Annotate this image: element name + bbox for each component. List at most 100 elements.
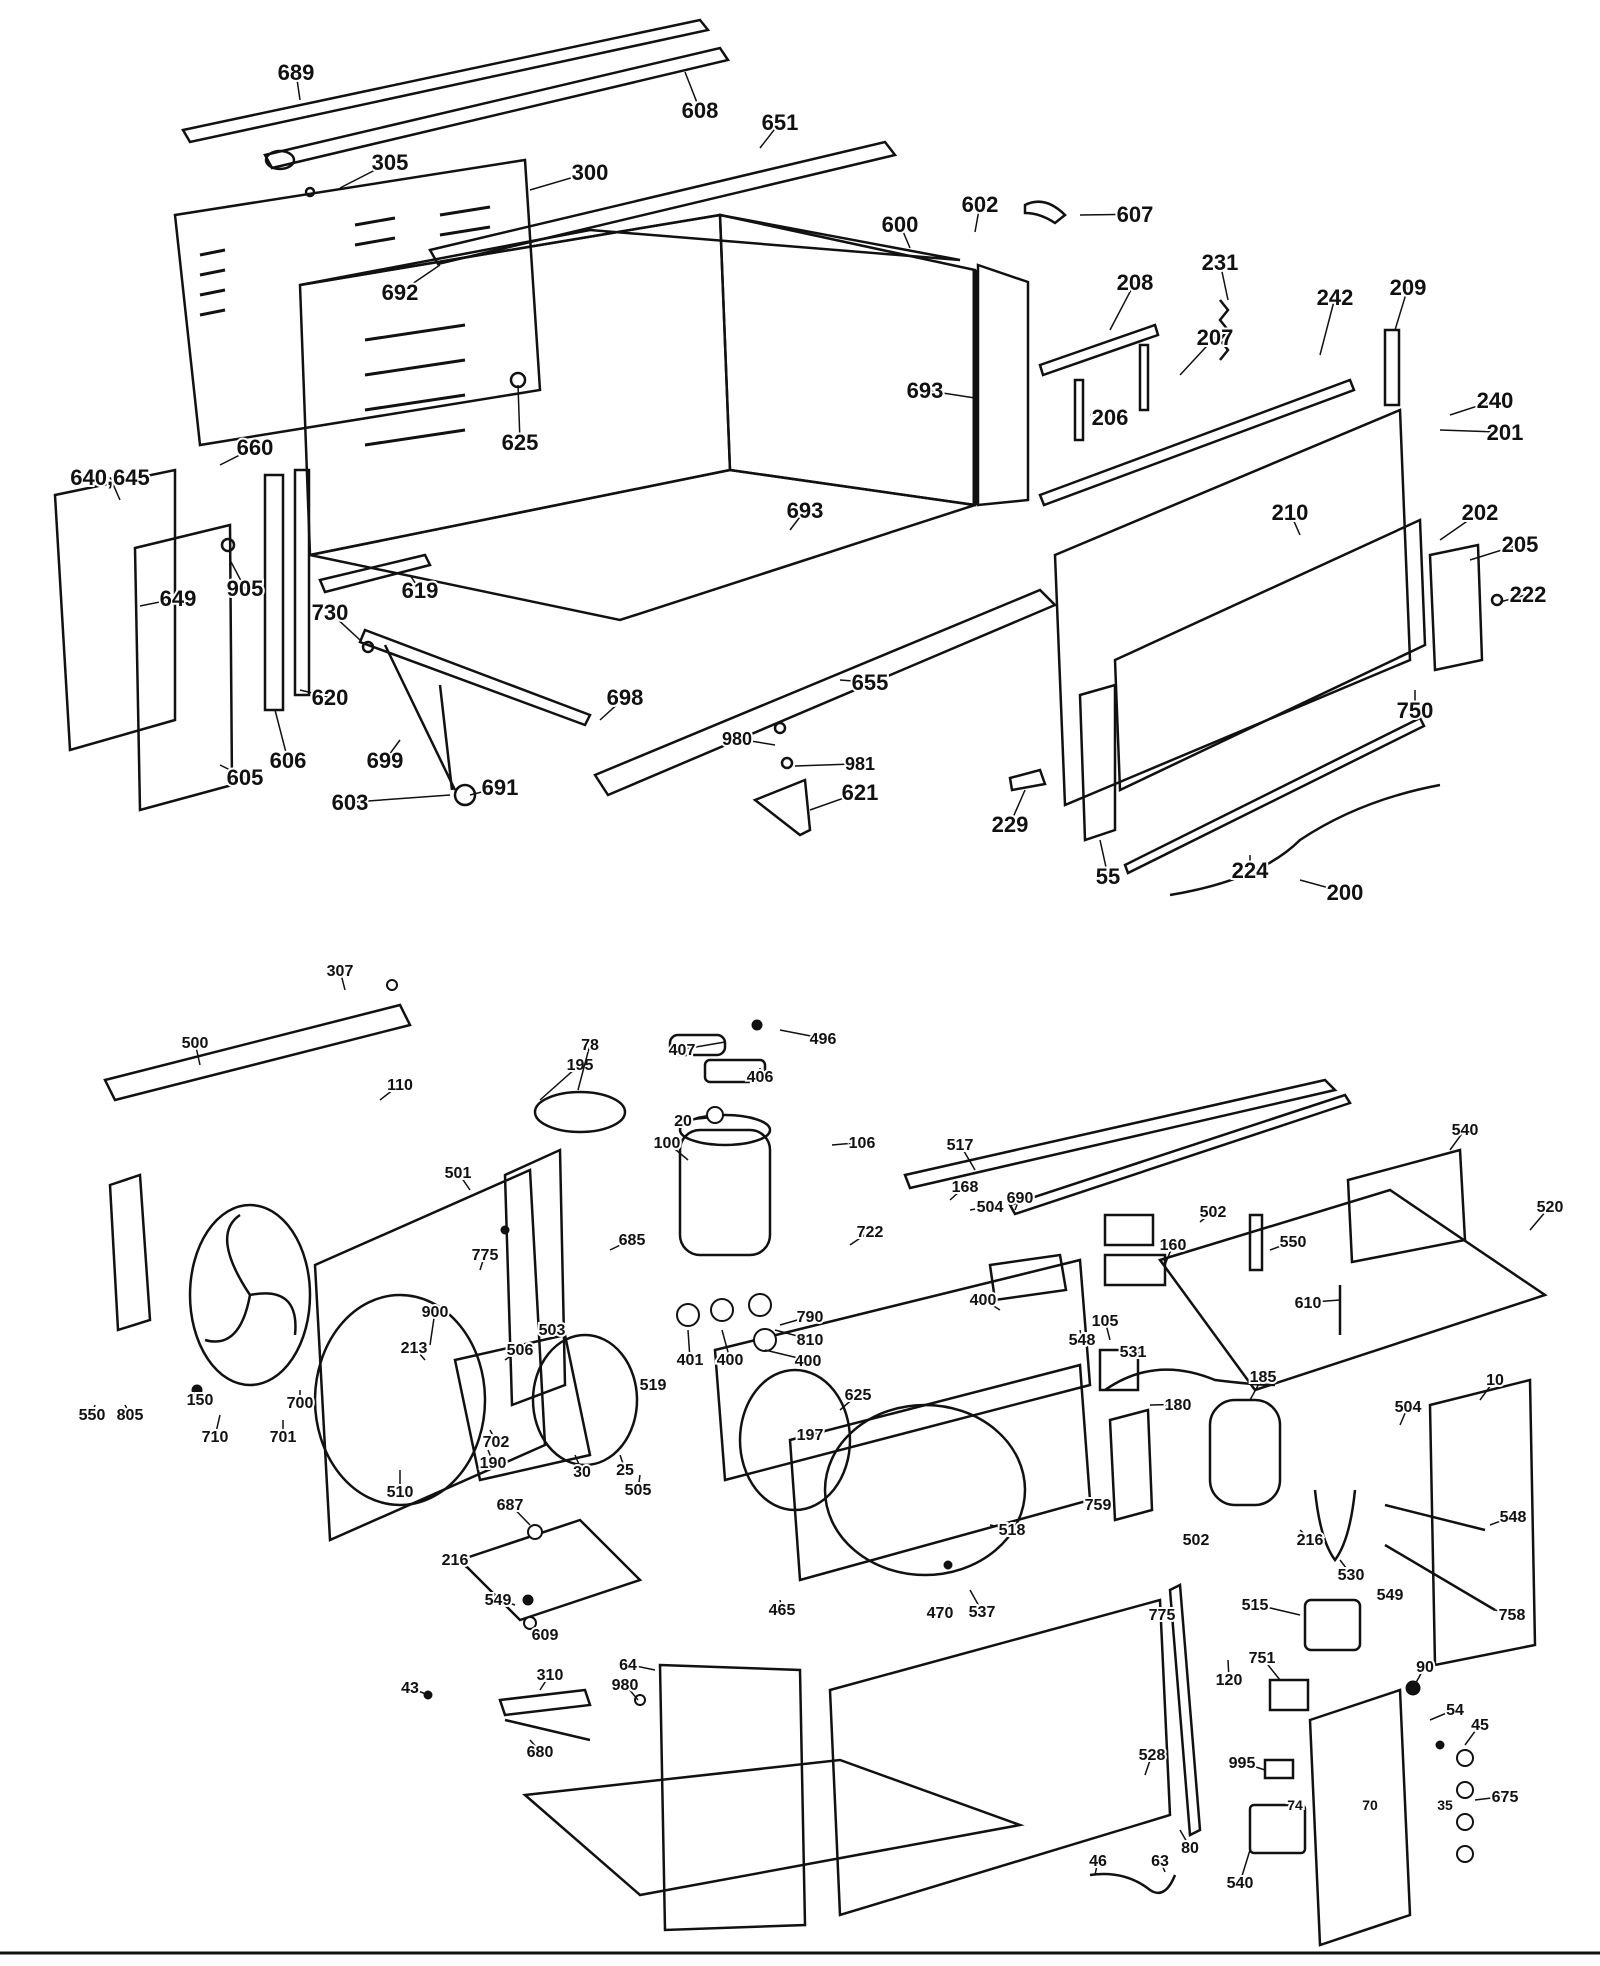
part-691-foot [453, 783, 477, 807]
callout-number: 550 [79, 1407, 106, 1424]
callout-number: 400 [970, 1292, 997, 1309]
callout-leader [577, 1044, 591, 1091]
callout: 649 [139, 584, 198, 613]
callout: 407 [667, 1040, 726, 1061]
callout-number: 640,645 [70, 465, 150, 490]
callout-number: 685 [619, 1232, 646, 1249]
part-63-knob-d [1456, 1845, 1474, 1863]
callout-number: 160 [1160, 1237, 1187, 1254]
callout-number: 78 [581, 1037, 599, 1054]
callout-leader [551, 1324, 561, 1331]
callout-leader [1469, 543, 1521, 561]
callout-leader [429, 1311, 436, 1346]
callout: 46 [1087, 1851, 1109, 1876]
part-201-front-frame [1053, 408, 1412, 807]
part-400-grommet-c [748, 1293, 772, 1317]
callout-leader [194, 1042, 201, 1066]
callout-number: 549 [1377, 1587, 1404, 1604]
part-465-screw [522, 1594, 534, 1606]
callout: 185 [1248, 1367, 1278, 1401]
callout-number: 608 [682, 98, 719, 123]
callout-leader [599, 696, 626, 721]
callout-leader [1079, 1329, 1083, 1340]
callout: 506 [504, 1340, 535, 1361]
part-504-filter [1108, 1408, 1154, 1522]
callout-number: 206 [1092, 405, 1129, 430]
part-528-panel [658, 1663, 807, 1932]
callout-number: 698 [607, 685, 644, 710]
callout-number: 609 [532, 1627, 559, 1644]
callout-leader [91, 1404, 96, 1415]
part-307-screw [386, 979, 398, 991]
callout-leader [624, 1683, 639, 1701]
callout-number: 687 [497, 1497, 524, 1514]
callout-leader [274, 709, 289, 761]
part-202-louver-panel [1113, 518, 1427, 792]
callout: 209 [1388, 273, 1428, 331]
callout: 548 [1489, 1507, 1528, 1528]
callout-leader [109, 476, 121, 501]
part-400-grommet-b [710, 1298, 734, 1322]
callout-number: 980 [612, 1677, 639, 1694]
callout: 609 [530, 1625, 561, 1646]
callout: 216 [1295, 1529, 1325, 1551]
callout-number: 300 [572, 160, 609, 185]
callout-number: 20 [674, 1113, 692, 1130]
part-649-panel [133, 523, 234, 812]
part-470-washer [523, 1616, 537, 1630]
callout-number: 750 [1397, 698, 1434, 723]
callout-leader [1412, 1666, 1426, 1689]
callout: 207 [1179, 323, 1235, 376]
callout-number: 502 [1200, 1204, 1227, 1221]
callout-number: 210 [1272, 500, 1309, 525]
callout: 759 [1083, 1495, 1114, 1516]
callout: 699 [365, 739, 405, 775]
callout-leader [779, 1029, 824, 1040]
callout-number: 520 [1537, 1199, 1564, 1216]
callout-leader [349, 794, 451, 804]
callout-leader [831, 1141, 863, 1146]
callout: 775 [470, 1245, 500, 1271]
callout-leader [809, 791, 861, 811]
callout: 63 [1149, 1851, 1171, 1873]
callout: 693 [785, 496, 825, 531]
callout: 240 [1449, 386, 1515, 416]
callout: 980 [610, 1675, 640, 1701]
callout-number: 510 [387, 1484, 414, 1501]
part-610-block [1103, 1253, 1167, 1287]
callout-leader [1254, 1603, 1301, 1616]
callout-number: 810 [797, 1332, 824, 1349]
callout: 540 [1449, 1120, 1480, 1151]
callout-leader [339, 970, 346, 991]
callout-leader [1009, 789, 1026, 825]
callout: 528 [1137, 1745, 1167, 1776]
part-689-top-rail [181, 18, 711, 144]
callout-leader [1144, 1754, 1153, 1776]
callout: 549 [483, 1590, 516, 1611]
part-197-shroud-ring [313, 1293, 487, 1507]
callout: 503 [537, 1320, 568, 1341]
callout: 810 [774, 1329, 825, 1351]
callout: 651 [759, 108, 800, 149]
callout-leader [1439, 511, 1481, 541]
callout-number: 180 [1165, 1397, 1192, 1414]
callout: 224 [1230, 855, 1271, 885]
callout: 693 [905, 376, 976, 405]
callout: 687 [495, 1495, 531, 1526]
callout: 519 [638, 1375, 669, 1396]
part-751-bracket [1168, 1583, 1202, 1837]
callout-leader [794, 762, 861, 767]
callout-number: 406 [747, 1069, 774, 1086]
callout-leader [194, 1394, 201, 1400]
callout-leader [1449, 1128, 1466, 1151]
callout-leader [1179, 336, 1216, 376]
part-55-panel [1078, 683, 1117, 842]
callout: 600 [880, 210, 920, 249]
callout: 607 [1079, 200, 1155, 229]
callout: 465 [767, 1599, 797, 1621]
part-606-bracket [263, 473, 285, 712]
callout: 625 [500, 384, 540, 457]
part-675-rod [504, 1718, 591, 1742]
callout-number: 216 [442, 1552, 469, 1569]
callout-leader [839, 679, 871, 684]
